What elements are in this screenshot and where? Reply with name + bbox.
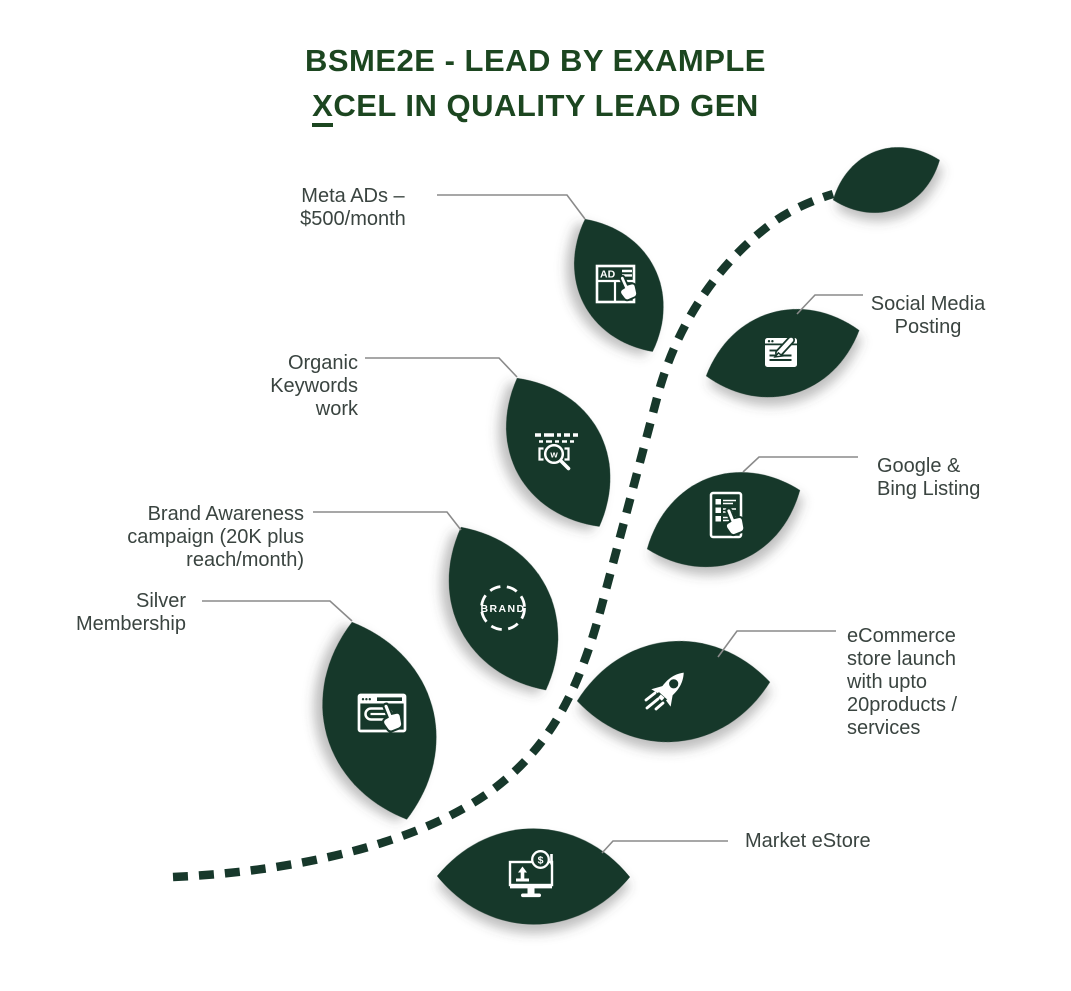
leaf-market-estore — [437, 828, 630, 925]
estore-launch-icon: $ — [508, 850, 554, 898]
leaf-google-bing — [647, 472, 801, 567]
connector-meta-ads — [437, 194, 586, 220]
connector-silver-membership — [202, 600, 353, 622]
connector-lines — [202, 194, 863, 854]
svg-text:w: w — [549, 450, 558, 461]
leaf-organic-keywords — [506, 378, 611, 527]
browser-click-icon — [357, 693, 407, 735]
leaf-brand-awareness — [448, 527, 559, 691]
title-line2-rest: CEL IN QUALITY LEAD GEN — [333, 88, 759, 123]
label-silver-membership: Silver Membership — [75, 590, 186, 635]
title-x-underlined: X — [312, 89, 334, 127]
brand-circle-icon: BRAND — [480, 585, 526, 631]
leaf-meta-ads — [574, 219, 664, 352]
leaf-silver-membership — [322, 622, 437, 820]
connector-social-media — [796, 294, 863, 315]
label-brand-awareness: Brand Awareness campaign (20K plus reach… — [127, 503, 304, 571]
leaves — [322, 147, 940, 925]
keyword-search-icon: w — [535, 433, 578, 471]
connector-brand-awareness — [313, 511, 462, 531]
label-google-bing: Google & Bing Listing — [877, 455, 981, 500]
label-social-media: Social Media Posting — [870, 293, 986, 338]
listing-click-icon — [709, 491, 748, 539]
svg-text:AD: AD — [600, 269, 616, 281]
connector-ecommerce — [717, 630, 836, 658]
connector-google-bing — [742, 456, 858, 473]
connector-organic-keywords — [365, 357, 518, 378]
label-meta-ads: Meta ADs – $500/month — [300, 185, 406, 230]
title-line1: BSME2E - LEAD BY EXAMPLE — [304, 43, 766, 78]
leaf-icons: AD w — [357, 264, 797, 898]
title-block: BSME2E - LEAD BY EXAMPLE XCEL IN QUALITY… — [0, 38, 1071, 128]
label-market-estore: Market eStore — [745, 830, 871, 852]
label-organic-keywords: Organic Keywords work — [270, 352, 358, 420]
title-line2: XCEL IN QUALITY LEAD GEN — [0, 83, 1071, 128]
svg-text:BRAND: BRAND — [481, 603, 526, 615]
connector-market-estore — [601, 840, 728, 854]
rocket-icon — [644, 672, 684, 711]
label-ecommerce: eCommerce store launch with upto 20produ… — [847, 625, 958, 739]
svg-text:$: $ — [538, 854, 544, 866]
social-post-icon — [765, 336, 797, 367]
ad-click-icon: AD — [595, 264, 641, 304]
branch-stem-dotted — [172, 189, 835, 882]
leaf-top-tip — [833, 147, 940, 213]
